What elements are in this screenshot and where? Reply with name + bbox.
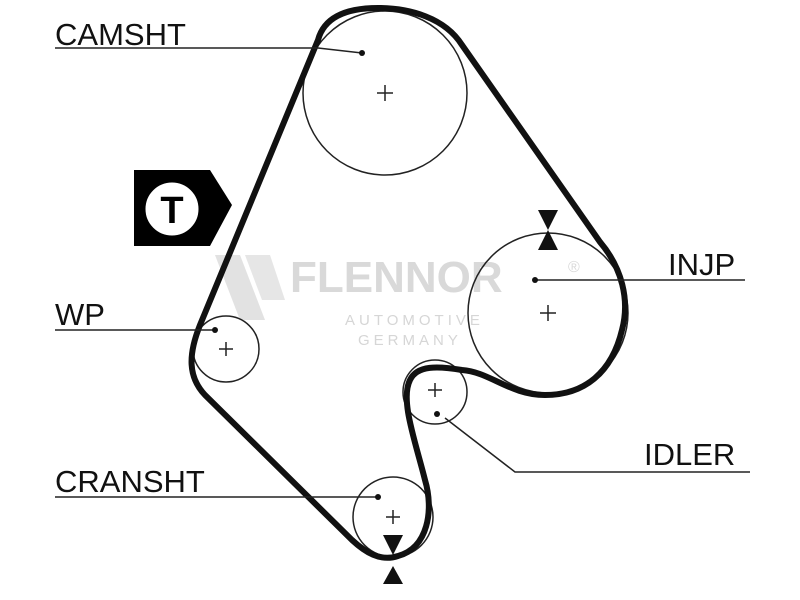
camshaft-label: CAMSHT <box>55 17 186 52</box>
water-pump-dot <box>212 327 218 333</box>
idler-leader <box>444 417 750 473</box>
idler-pulley <box>402 359 468 425</box>
crankshaft-centre-cross <box>386 510 400 524</box>
tensioner-symbol: T <box>160 190 183 232</box>
timing-belt <box>188 5 628 561</box>
timing-marks <box>383 210 558 584</box>
crankshaft-dot <box>375 494 381 500</box>
injection-pump-centre-cross <box>540 305 556 321</box>
crankshaft-label: CRANSHT <box>55 464 205 499</box>
injection-pump-mark-bottom <box>538 230 558 250</box>
idler-label: IDLER <box>644 437 735 472</box>
watermark-line2: GERMANY <box>358 332 462 349</box>
idler-centre-cross <box>428 383 442 397</box>
watermark-line1: AUTOMOTIVE <box>345 312 484 329</box>
injection-pump-dot <box>532 277 538 283</box>
reference-dots <box>212 50 538 500</box>
water-pump-label: WP <box>55 297 105 332</box>
injection-pump-label: INJP <box>668 247 735 282</box>
watermark: FLENNOR ® AUTOMOTIVE GERMANY <box>215 253 580 349</box>
idler-dot <box>434 411 440 417</box>
centre-marks <box>219 85 556 524</box>
crankshaft-mark-bottom <box>383 566 403 584</box>
tensioner-marker: T <box>134 170 232 246</box>
camshaft-centre-cross <box>377 85 393 101</box>
crankshaft-timing-mark <box>383 535 403 584</box>
watermark-logo-shape-2 <box>245 255 285 300</box>
tensioner-marker-circle <box>142 179 202 239</box>
watermark-logo-shape <box>215 255 265 320</box>
watermark-brand: FLENNOR <box>290 253 503 302</box>
watermark-registered: ® <box>568 259 580 276</box>
injection-pump-timing-mark <box>538 210 558 250</box>
camshaft-leader <box>55 47 363 54</box>
water-pump-centre-cross <box>219 342 233 356</box>
crankshaft-mark-top <box>383 535 403 555</box>
camshaft-dot <box>359 50 365 56</box>
injection-pump-mark-top <box>538 210 558 230</box>
leader-lines <box>55 47 750 498</box>
